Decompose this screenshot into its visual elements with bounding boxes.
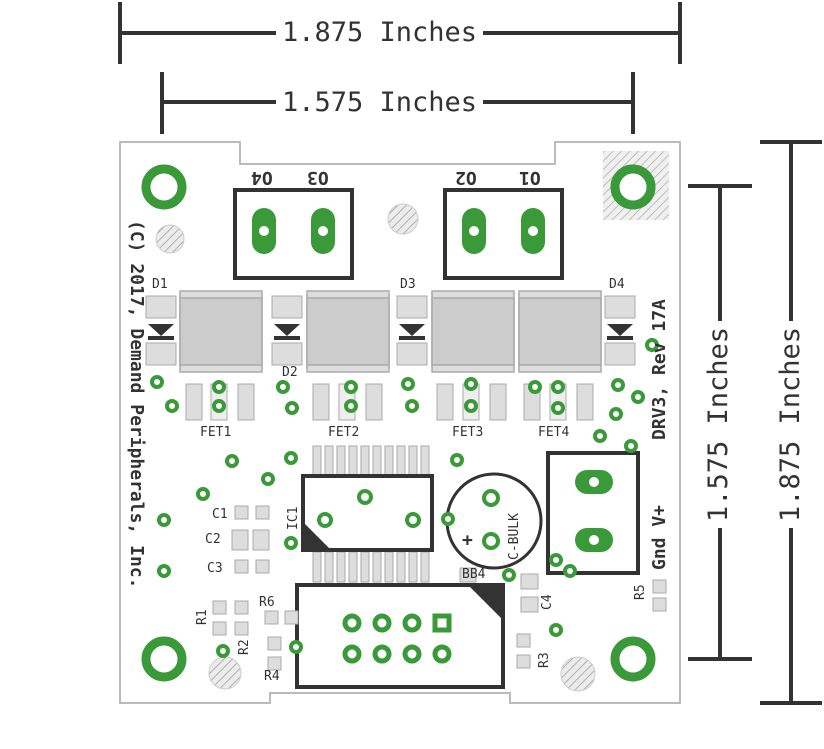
label-d2: D2 [282, 365, 298, 380]
label-bb4: BB4 [462, 567, 486, 582]
ic1-chip [301, 445, 434, 583]
label-fet4: FET4 [538, 425, 570, 440]
copyright-text: (C) 2017, Demand Peripherals, Inc. [126, 220, 147, 589]
label-fet2: FET2 [328, 425, 360, 440]
label-c3: C3 [207, 561, 223, 576]
label-d1: D1 [152, 277, 168, 292]
label-o1: O1 [519, 167, 541, 188]
label-r4: R4 [264, 669, 280, 684]
label-fet1: FET1 [200, 425, 232, 440]
diodes [145, 295, 636, 366]
dim-top-outer: 1.875 Inches [276, 18, 484, 48]
output-connectors [233, 188, 564, 280]
label-r3: R3 [537, 652, 552, 668]
label-o4: O4 [251, 167, 273, 188]
label-r6: R6 [259, 595, 275, 610]
label-d4: D4 [609, 277, 625, 292]
label-o2: O2 [455, 167, 477, 188]
label-fet3: FET3 [452, 425, 484, 440]
label-r2: R2 [237, 639, 252, 655]
header-pins [342, 613, 452, 664]
label-ic1: IC1 [286, 506, 301, 530]
label-d3: D3 [400, 277, 416, 292]
label-c4: C4 [540, 594, 555, 610]
header-connector [295, 583, 505, 689]
dim-right-outer: 1.875 Inches [775, 320, 806, 528]
label-c2: C2 [205, 532, 221, 547]
revision-text: DRV3, Rev 17A [649, 299, 670, 440]
dim-top-inner: 1.575 Inches [276, 88, 484, 118]
dim-right-inner: 1.575 Inches [703, 320, 734, 528]
label-o3: O3 [307, 167, 329, 188]
label-r5: R5 [633, 584, 648, 600]
label-c-bulk: C-BULK [507, 513, 522, 560]
smd-pads [212, 505, 667, 671]
label-c1: C1 [212, 507, 228, 522]
power-label: Gnd V+ [649, 504, 670, 570]
label-plus: + [462, 530, 473, 551]
fiducials [155, 203, 596, 692]
label-r1: R1 [195, 609, 210, 625]
vias [150, 338, 659, 658]
power-connector [546, 451, 640, 575]
